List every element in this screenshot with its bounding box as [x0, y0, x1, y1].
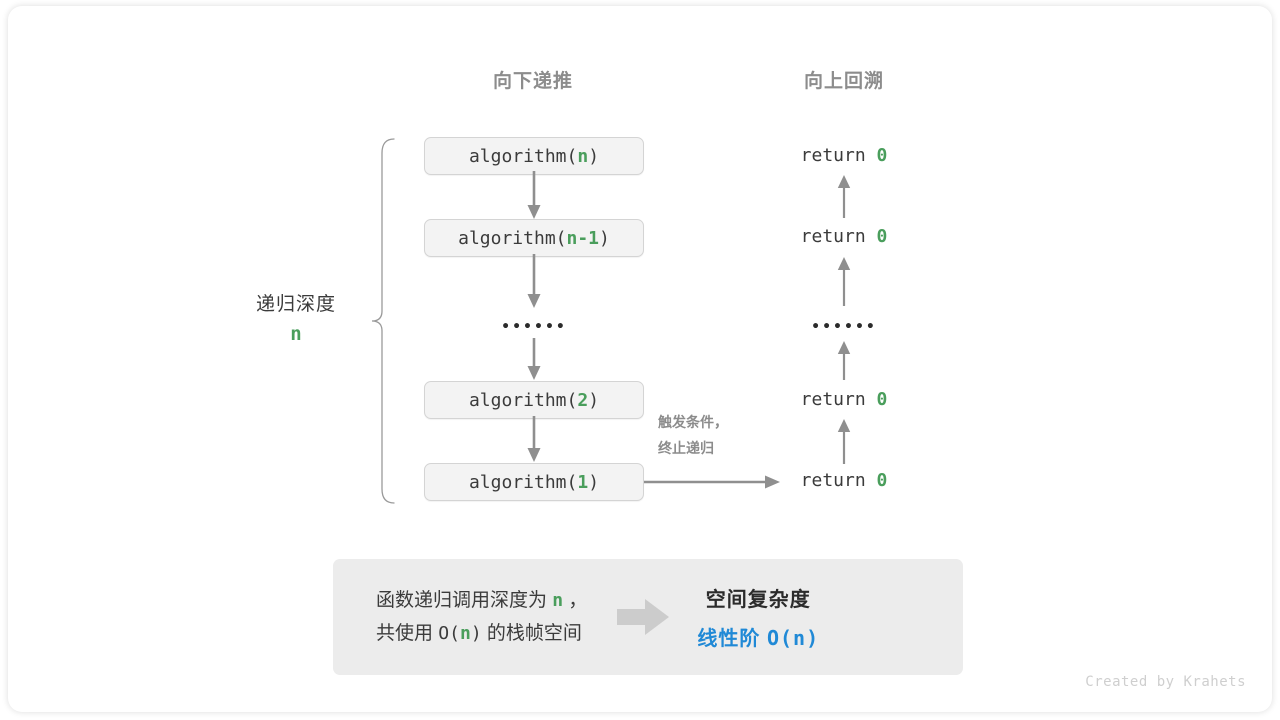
arrow-down-1-icon [527, 171, 541, 219]
summary-line1-n: n [552, 589, 564, 611]
call-box-close-2: ) [588, 389, 600, 411]
call-box-fn-1: algorithm( [458, 227, 567, 249]
diagram-card: 向下递推 向上回溯 递归深度 n algorithm(n) algorithm(… [8, 6, 1272, 712]
summary-line2-bigo-open: O( [438, 623, 460, 644]
summary-conclusion-value: 线性阶 O(n) [697, 622, 819, 651]
call-box-arg-1: n-1 [566, 227, 600, 249]
call-box-arg-0: n [577, 145, 589, 167]
call-box-arg-2: 2 [577, 389, 589, 411]
call-box-close-3: ) [588, 471, 600, 493]
arrow-right-terminate-icon [644, 475, 780, 489]
summary-complexity-bigo: O(n) [766, 626, 820, 650]
call-box-fn-3: algorithm( [468, 471, 578, 493]
summary-description: 函数递归调用深度为 n ， 共使用 O(n) 的栈帧空间 [333, 584, 587, 651]
summary-description-line1: 函数递归调用深度为 n ， [376, 584, 587, 617]
column-header-backtrack-up: 向上回溯 [803, 71, 885, 92]
summary-line1-text-b: ， [563, 589, 588, 611]
arrow-up-2-icon [837, 257, 851, 306]
return-keyword-2: return [800, 389, 877, 410]
arrow-up-1-icon [837, 175, 851, 218]
arrow-down-4-icon [527, 416, 541, 462]
return-ellipsis: •••••• [811, 319, 877, 335]
summary-line2-bigo-close: ) [470, 623, 482, 644]
call-ellipsis: •••••• [501, 319, 567, 335]
call-box-2: algorithm(2) [424, 381, 644, 419]
summary-line2-text-b: 的栈帧空间 [481, 623, 582, 644]
terminate-condition-line2: 终止递归 [658, 439, 714, 456]
return-keyword-0: return [800, 145, 877, 166]
summary-line1-text-a: 函数递归调用深度为 [376, 589, 553, 611]
recursion-depth-value: n [290, 323, 302, 345]
return-statement-3: return 0 [801, 389, 888, 410]
return-statement-1: return 0 [801, 145, 888, 166]
arrow-down-3-icon [527, 338, 541, 380]
call-box-fn-2: algorithm( [468, 389, 578, 411]
call-box-close-1: ) [599, 227, 610, 249]
call-box-close-0: ) [588, 145, 600, 167]
summary-conclusion-title: 空间复杂度 [705, 589, 811, 611]
call-box-arg-3: 1 [577, 471, 589, 493]
recursion-depth-text: 递归深度 [255, 294, 337, 315]
return-statement-4: return 0 [801, 470, 888, 491]
column-header-recurse-down: 向下递推 [492, 71, 574, 92]
arrow-up-4-icon [837, 419, 851, 464]
summary-line2-n: n [459, 623, 471, 644]
return-value-2: 0 [876, 389, 888, 410]
footer-credit: Created by Krahets [1085, 674, 1246, 690]
recursion-depth-label: 递归深度 n [256, 289, 336, 345]
arrow-down-2-icon [527, 254, 541, 308]
return-value-1: 0 [876, 226, 888, 247]
call-box-n-minus-1: algorithm(n-1) [424, 219, 644, 257]
terminate-condition-note: 触发条件， 终止递归 [658, 410, 728, 462]
summary-complexity-order: 线性阶 [697, 628, 767, 650]
depth-brace-icon [371, 138, 395, 504]
return-value-3: 0 [876, 470, 888, 491]
return-statement-2: return 0 [801, 226, 888, 247]
call-box-n: algorithm(n) [424, 137, 644, 175]
summary-conclusion: 空间复杂度 线性阶 O(n) [697, 583, 819, 651]
arrow-up-3-icon [837, 341, 851, 380]
call-box-fn-0: algorithm( [468, 145, 578, 167]
return-value-0: 0 [876, 145, 888, 166]
terminate-condition-line1: 触发条件， [658, 414, 728, 430]
call-box-1: algorithm(1) [424, 463, 644, 501]
summary-line2-text-a: 共使用 [376, 623, 439, 644]
summary-block-arrow-icon [617, 597, 671, 637]
return-keyword-1: return [800, 226, 877, 247]
summary-description-line2: 共使用 O(n) 的栈帧空间 [376, 617, 587, 650]
summary-panel: 函数递归调用深度为 n ， 共使用 O(n) 的栈帧空间 空间复杂度 线性阶 O… [333, 559, 963, 675]
return-keyword-3: return [800, 470, 877, 491]
